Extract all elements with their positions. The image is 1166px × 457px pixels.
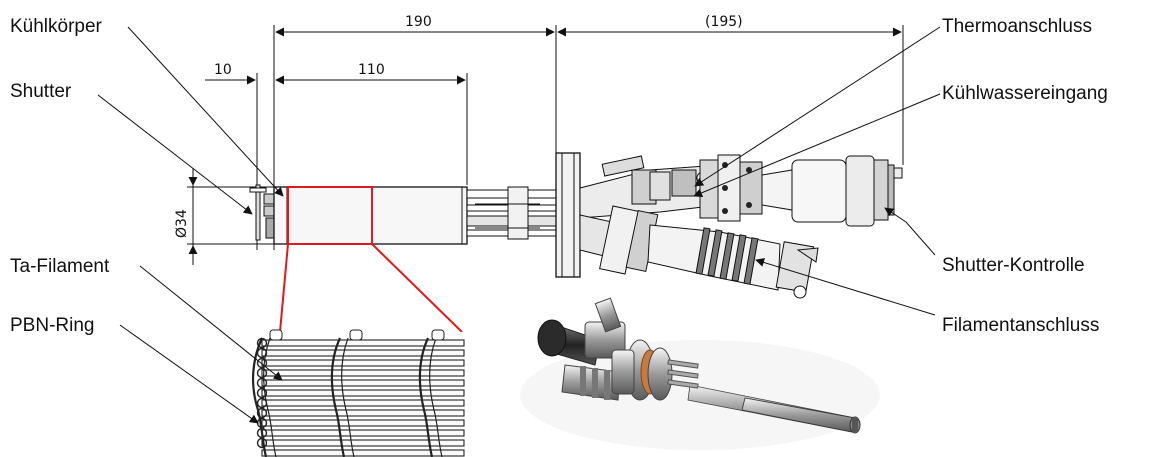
filament-loop — [256, 337, 268, 349]
filament-wire — [261, 379, 465, 387]
dim-34: Ø34 — [174, 209, 190, 238]
filament-loop — [256, 367, 268, 379]
filament-loop — [256, 427, 268, 439]
shutter-plate — [255, 184, 261, 241]
dim-195: (195) — [705, 14, 743, 30]
dim-10: 10 — [214, 62, 232, 78]
label-heatsink: Kühlkörper — [10, 16, 103, 37]
filament-wire — [261, 349, 465, 357]
leader-lines — [97, 26, 941, 424]
main-flange — [555, 152, 581, 278]
filament-loop — [256, 437, 268, 449]
filament-wire — [261, 409, 465, 417]
filament-wire — [261, 429, 465, 437]
label-filament-connector: Filamentanschluss — [942, 315, 1099, 336]
label-thermo: Thermoanschluss — [942, 16, 1092, 37]
filament-loop — [256, 407, 268, 419]
label-pbn-ring: PBN-Ring — [10, 315, 94, 336]
cell-photo — [520, 297, 880, 450]
filament-loop — [256, 377, 268, 389]
label-ta-filament: Ta-Filament — [10, 256, 110, 277]
dimension-lines — [187, 25, 904, 265]
lower-branch — [579, 205, 819, 299]
filament-wire — [261, 359, 465, 367]
filament-loop — [256, 397, 268, 409]
label-shutter: Shutter — [10, 81, 72, 102]
filament-loop — [256, 347, 268, 359]
filament-loop — [256, 387, 268, 399]
label-shutter-control: Shutter-Kontrolle — [942, 255, 1085, 276]
highlight-box — [287, 186, 373, 245]
dim-190: 190 — [405, 14, 432, 30]
cell-body — [249, 152, 903, 333]
filament-wire — [261, 339, 465, 347]
filament-wire — [261, 449, 465, 457]
filament-wire — [261, 369, 465, 377]
filament-wire — [261, 389, 465, 397]
label-cooling-water: Kühlwassereingang — [942, 83, 1108, 104]
heatsink-tube — [273, 186, 468, 245]
filament-loop — [256, 357, 268, 369]
dim-110: 110 — [358, 62, 385, 78]
upper-branch — [579, 154, 903, 227]
filament-wire — [261, 399, 465, 407]
filament-wire — [261, 419, 465, 427]
filament-wire — [261, 439, 465, 447]
shutter-arm — [249, 187, 267, 193]
filament-detail — [250, 329, 465, 457]
